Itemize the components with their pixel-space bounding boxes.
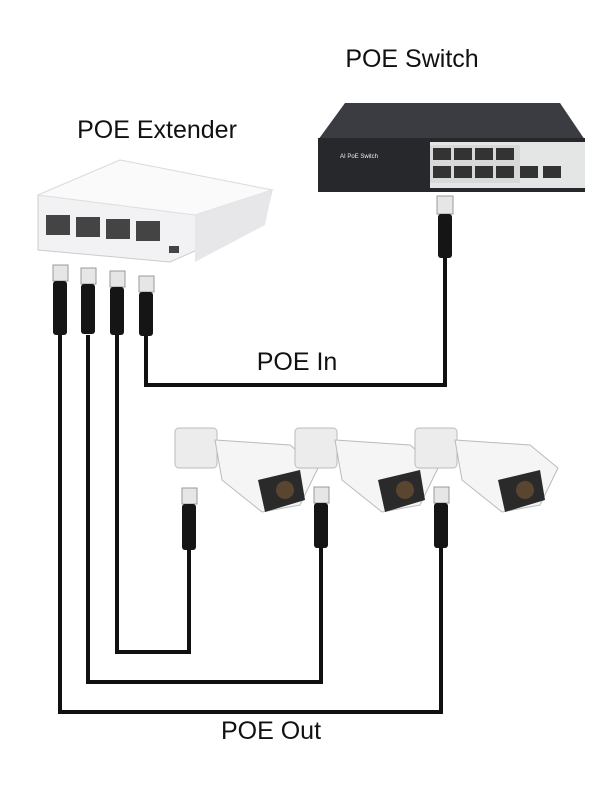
switch-brand-text: AI PoE Switch (340, 154, 378, 160)
cable-poe-in (144, 258, 447, 387)
extender-connectors (52, 264, 155, 336)
cable-out-camera-1 (115, 335, 191, 654)
cable-out-camera-3 (58, 335, 443, 714)
camera-1 (174, 427, 319, 550)
extender-ports (46, 215, 179, 253)
cable-out-camera-2 (86, 335, 323, 684)
poe-extender (36, 159, 274, 336)
camera-2 (294, 427, 439, 548)
camera-3 (414, 427, 559, 548)
extender-label: POE Extender (77, 116, 237, 144)
poe-in-label: POE In (256, 348, 338, 376)
poe-out-label: POE Out (220, 717, 322, 745)
poe-switch: AI PoE Switch (318, 103, 585, 258)
cables (58, 258, 447, 714)
switch-label: POE Switch (345, 45, 479, 73)
switch-ports (433, 148, 561, 178)
